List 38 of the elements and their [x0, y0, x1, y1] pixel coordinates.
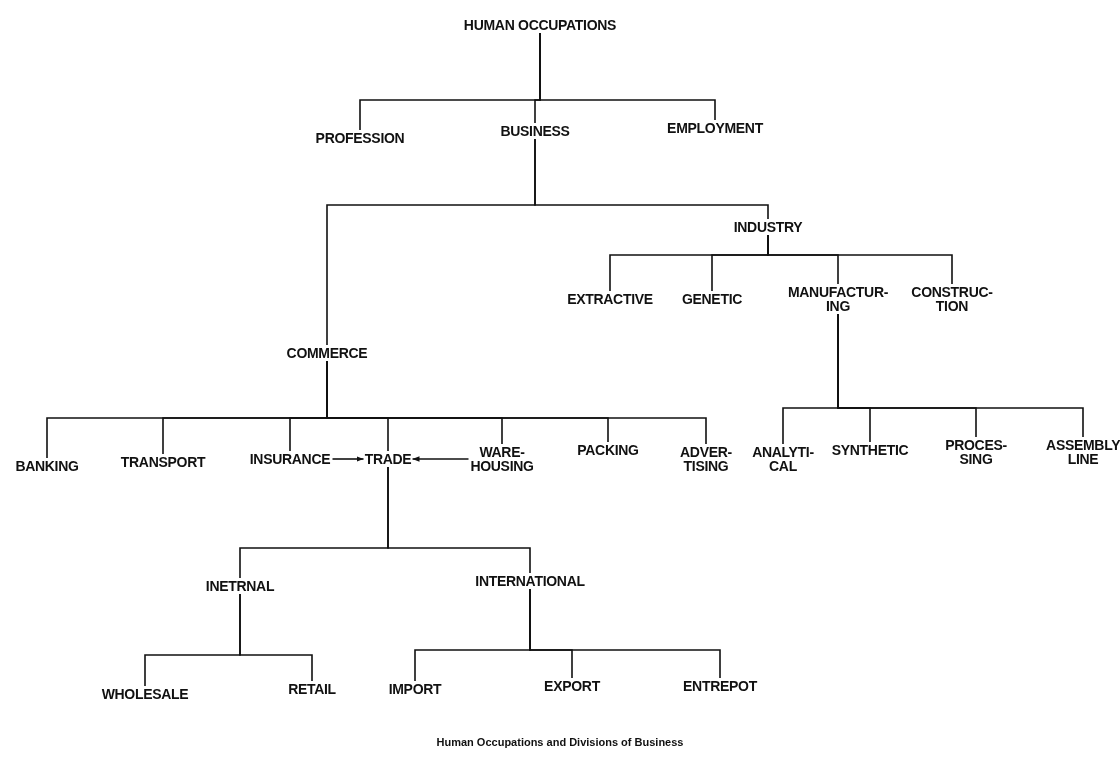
connector-line — [529, 588, 721, 679]
node-label: EXTRACTIVE — [567, 291, 653, 307]
node-label: TRANSPORT — [120, 454, 206, 470]
node-label: RETAIL — [288, 681, 336, 697]
node-label: PROFESSION — [315, 130, 405, 146]
node-label: EXPORT — [544, 678, 600, 694]
connector-line — [534, 138, 769, 220]
node-label: HUMAN OCCUPATIONS — [463, 17, 617, 33]
arrow — [331, 456, 365, 462]
node-label: EMPLOYMENT — [667, 120, 763, 136]
connector-line — [539, 32, 716, 121]
node-label: WHOLESALE — [101, 686, 189, 702]
node-label: BANKING — [15, 458, 79, 474]
arrow — [411, 456, 470, 462]
node-label: TRADE — [364, 451, 412, 467]
node-label: PACKING — [577, 442, 639, 458]
node-label: COMMERCE — [286, 345, 368, 361]
connector-line — [387, 466, 531, 574]
node-label: INSURANCE — [249, 451, 331, 467]
node-label: ENTREPOT — [683, 678, 757, 694]
connector-line — [837, 313, 1084, 438]
node-label: IMPORT — [388, 681, 442, 697]
node-label: INTERNATIONAL — [475, 573, 585, 589]
node-label: BUSINESS — [500, 123, 570, 139]
node-label: MANUFACTUR- ING — [787, 284, 889, 314]
node-label: ASSEMBLY LINE — [1046, 437, 1120, 467]
node-label: GENETIC — [681, 291, 743, 307]
node-label: INETRNAL — [205, 578, 275, 594]
node-label: ANALYTI- CAL — [752, 444, 814, 474]
connector-line — [239, 593, 313, 682]
node-label: ADVER- TISING — [680, 444, 732, 474]
caption: Human Occupations and Divisions of Business — [436, 736, 684, 748]
node-label: CONSTRUC- TION — [911, 284, 993, 314]
node-label: INDUSTRY — [733, 219, 803, 235]
connector-line — [326, 360, 707, 445]
node-label: SYNTHETIC — [831, 442, 909, 458]
node-label: WARE- HOUSING — [470, 444, 534, 474]
node-label: PROCES- SING — [945, 437, 1007, 467]
